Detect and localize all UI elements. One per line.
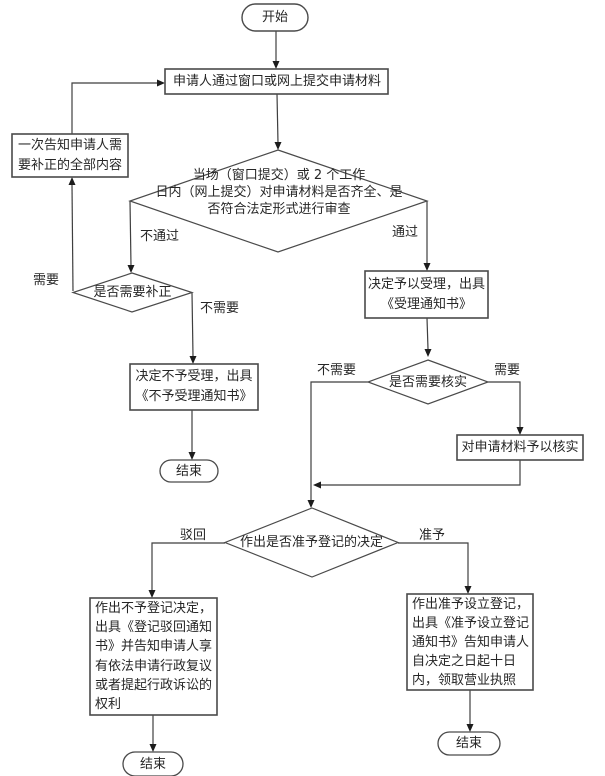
arrowhead-down [464,586,472,594]
edge-verify-no-need [310,381,368,500]
edge-review-fail [129,200,132,267]
inform-node-label: 一次告知申请人需 要补正的全部内容 [17,137,122,173]
accept-node-label: 决定予以受理，出具 《受理通知书》 [367,276,485,312]
arrowhead-down [424,349,432,357]
arrowhead-up [68,177,76,185]
edge-decision-grant [398,542,469,586]
edge-label-correction-need: 需要 [33,273,60,288]
accept-process-shape [364,270,489,319]
end-not-accept-node-label: 结束 [175,463,202,479]
arrowhead-down [127,265,135,273]
edge-label-review-fail: 不通过 [140,229,180,244]
arrowhead-down [423,263,431,271]
arrowhead-down [148,590,156,598]
inform-process-shape [11,133,129,178]
edge-accept-to-verifyq [426,317,429,350]
edge-label-verify-no-need: 不需要 [317,363,357,378]
submit-process-shape [164,68,389,95]
arrowhead-down [466,724,474,732]
need-correction-decision-shape [71,272,194,313]
arrowhead-right [157,79,165,87]
review-node-label: 当场（窗口提交）或 2 个工作 日内（网上提交）对申请材料是否齐全、是 否符合法… [155,167,403,217]
approve-node-label: 作出准予设立登记， 出具《准予设立登记 通知书》告知申请人 自决定之日起十日 内… [412,596,530,688]
end-approve-terminator-shape [437,731,501,756]
edge-verify-return [321,460,521,486]
arrowhead-left [313,481,321,489]
edge-label-correction-no-need: 不需要 [200,301,240,316]
need-verify-node-label: 是否需要核实 [388,374,467,390]
deny-node-label: 作出不予登记决定， 出具《登记驳回通知 书》并告知申请人享 有依法申请行政复议 … [95,600,213,713]
arrowhead-down [188,452,196,460]
submit-node-label: 申请人通过窗口或网上提交申请材料 [172,74,381,89]
arrowhead-down [189,356,197,364]
decide-node-label: 作出是否准予登记的决定 [239,535,383,550]
end-approve-node-label: 结束 [455,736,482,751]
start-terminator-shape [241,3,309,32]
edge-label-review-pass: 通过 [392,225,419,240]
review-decision-shape [128,149,429,253]
not-accept-node-label: 决定不予受理，出具 《不予受理通知书》 [135,369,253,404]
verify-process-shape [456,434,584,461]
edge-submit-to-review [276,93,279,144]
edge-inform-to-submit [71,82,157,134]
not-accept-process-shape [129,363,259,411]
edge-label-decision-grant: 准予 [419,528,446,543]
need-verify-decision-shape [366,359,490,405]
end-deny-terminator-shape [122,751,184,776]
edge-decision-reject [151,542,225,590]
decide-decision-shape [223,507,400,578]
end-not-accept-terminator-shape [159,459,219,483]
need-correction-node-label: 是否需要补正 [93,285,172,300]
start-node-label: 开始 [261,10,288,25]
edge-label-verify-need: 需要 [494,363,521,378]
edge-correction-no-need [191,292,194,357]
verify-node-label: 对申请材料予以核实 [461,440,579,455]
arrowhead-down [274,142,282,150]
approve-process-shape [406,593,534,691]
deny-process-shape [89,597,218,716]
arrowhead-down [149,744,157,752]
end-deny-node-label: 结束 [139,756,166,772]
edge-correction-need [71,184,74,292]
edge-label-decision-reject: 驳回 [180,528,207,543]
arrowhead-down [307,500,315,508]
arrowhead-down [516,427,524,435]
edge-verify-need [488,381,521,427]
arrowhead-down [272,61,280,69]
